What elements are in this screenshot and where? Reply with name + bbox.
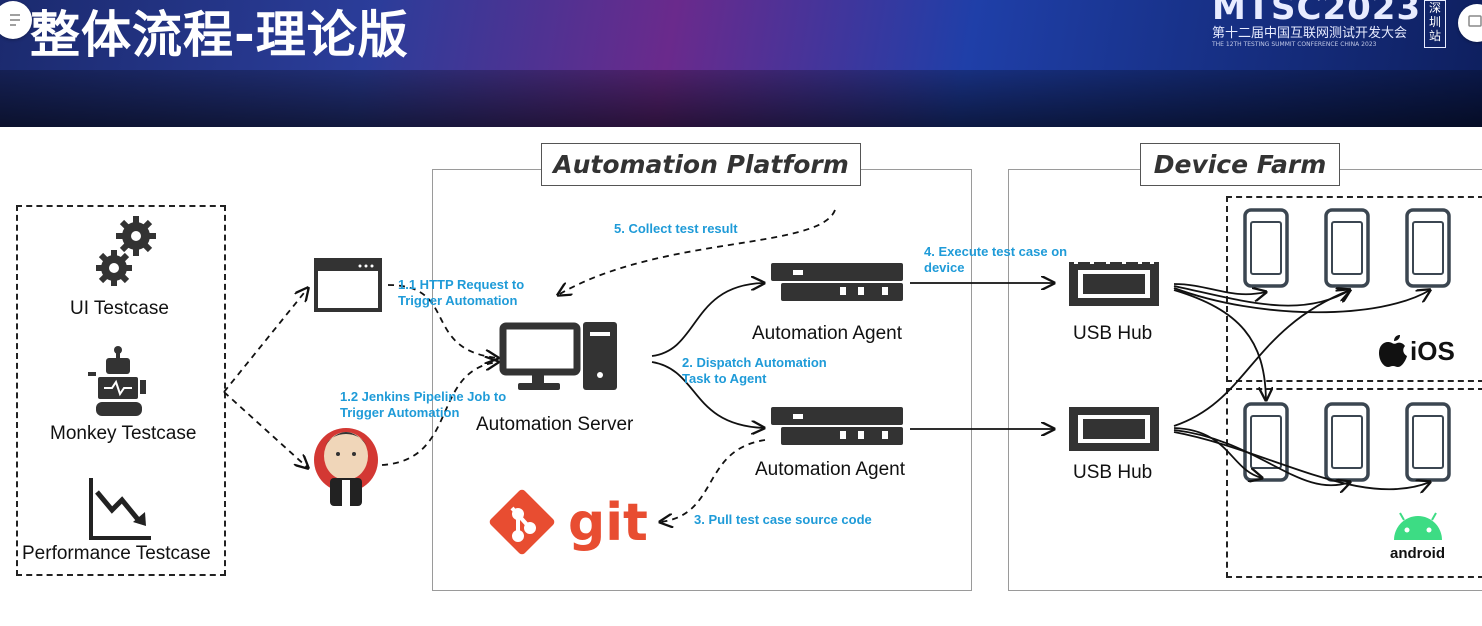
step-3: 3. Pull test case source code xyxy=(694,512,872,527)
list-icon xyxy=(10,14,20,26)
android-group xyxy=(1226,388,1482,578)
usb-hub-icon xyxy=(1069,407,1159,451)
usb-hub-label: USB Hub xyxy=(1073,462,1153,483)
step-1-2: 1.2 Jenkins Pipeline Job to Trigger Auto… xyxy=(340,389,507,420)
server-label: Automation Server xyxy=(476,414,634,435)
ios-group xyxy=(1226,196,1482,382)
testcase-label: Performance Testcase xyxy=(22,543,211,564)
computer-icon xyxy=(499,322,617,390)
menu-button[interactable] xyxy=(0,1,32,39)
svg-text:git: git xyxy=(568,493,648,553)
connector-lines xyxy=(223,209,1430,522)
usb-hub-icon xyxy=(1069,258,1159,306)
git-logo: git xyxy=(489,489,648,555)
testcase-label: Monkey Testcase xyxy=(50,423,197,444)
logo-tag: 深圳站 xyxy=(1424,0,1446,48)
chart-down-icon xyxy=(89,478,151,540)
server-device-icon xyxy=(771,407,903,445)
logo-sub-cn: 第十二届中国互联网测试开发大会 xyxy=(1212,26,1408,41)
step-4: 4. Execute test case on device xyxy=(924,244,1068,275)
android-icon xyxy=(1394,512,1442,540)
server-device-icon xyxy=(771,263,903,301)
header-banner: 整体流程-理论版 MTSC2023 第十二届中国互联网测试开发大会 THE 12… xyxy=(0,0,1482,127)
apple-icon xyxy=(1379,335,1407,367)
ios-label: iOS xyxy=(1410,336,1455,366)
comment-button[interactable] xyxy=(1458,4,1482,42)
robot-icon xyxy=(88,346,146,416)
step-2: 2. Dispatch Automation Task to Agent xyxy=(682,355,827,386)
agent-label: Automation Agent xyxy=(752,323,902,344)
logo-main: MTSC2023 xyxy=(1212,0,1422,28)
usb-hub-label: USB Hub xyxy=(1073,323,1153,344)
gear-icon xyxy=(96,216,156,286)
testcase-label: UI Testcase xyxy=(70,298,169,319)
step-1-1: 1.1 HTTP Request to Trigger Automation xyxy=(398,277,525,308)
jenkins-logo xyxy=(314,428,378,506)
browser-window-icon xyxy=(314,258,382,312)
banner-shade xyxy=(0,70,1482,127)
farm-header: Device Farm xyxy=(1140,143,1340,186)
android-label: android xyxy=(1390,545,1445,562)
platform-header: Automation Platform xyxy=(541,143,861,186)
agent-label: Automation Agent xyxy=(755,459,905,480)
mtsc-logo: MTSC2023 第十二届中国互联网测试开发大会 THE 12TH TESTIN… xyxy=(1212,0,1421,49)
comment-icon xyxy=(1468,15,1482,27)
step-5: 5. Collect test result xyxy=(614,221,738,236)
logo-sub-en: THE 12TH TESTING SUMMIT CONFERENCE CHINA… xyxy=(1212,41,1377,48)
page-title: 整体流程-理论版 xyxy=(30,6,409,64)
